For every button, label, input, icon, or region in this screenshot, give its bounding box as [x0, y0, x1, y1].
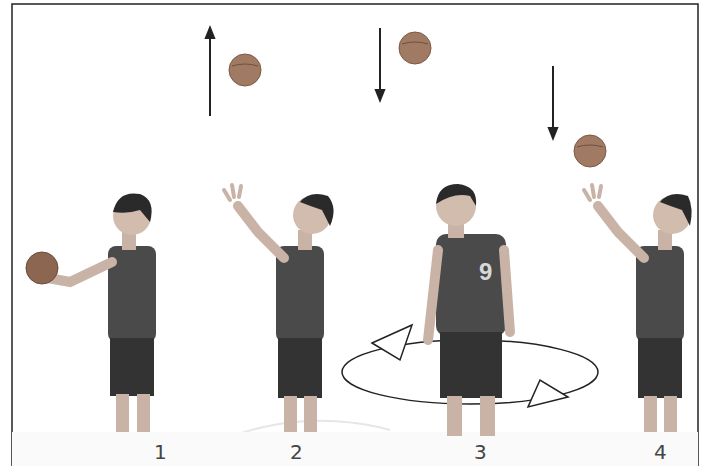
jersey-number: 9 — [479, 260, 492, 284]
frame-number: 2 — [290, 442, 303, 462]
frame-number: 3 — [474, 442, 487, 462]
frame-number: 1 — [154, 442, 167, 462]
frame-number: 4 — [654, 442, 667, 462]
